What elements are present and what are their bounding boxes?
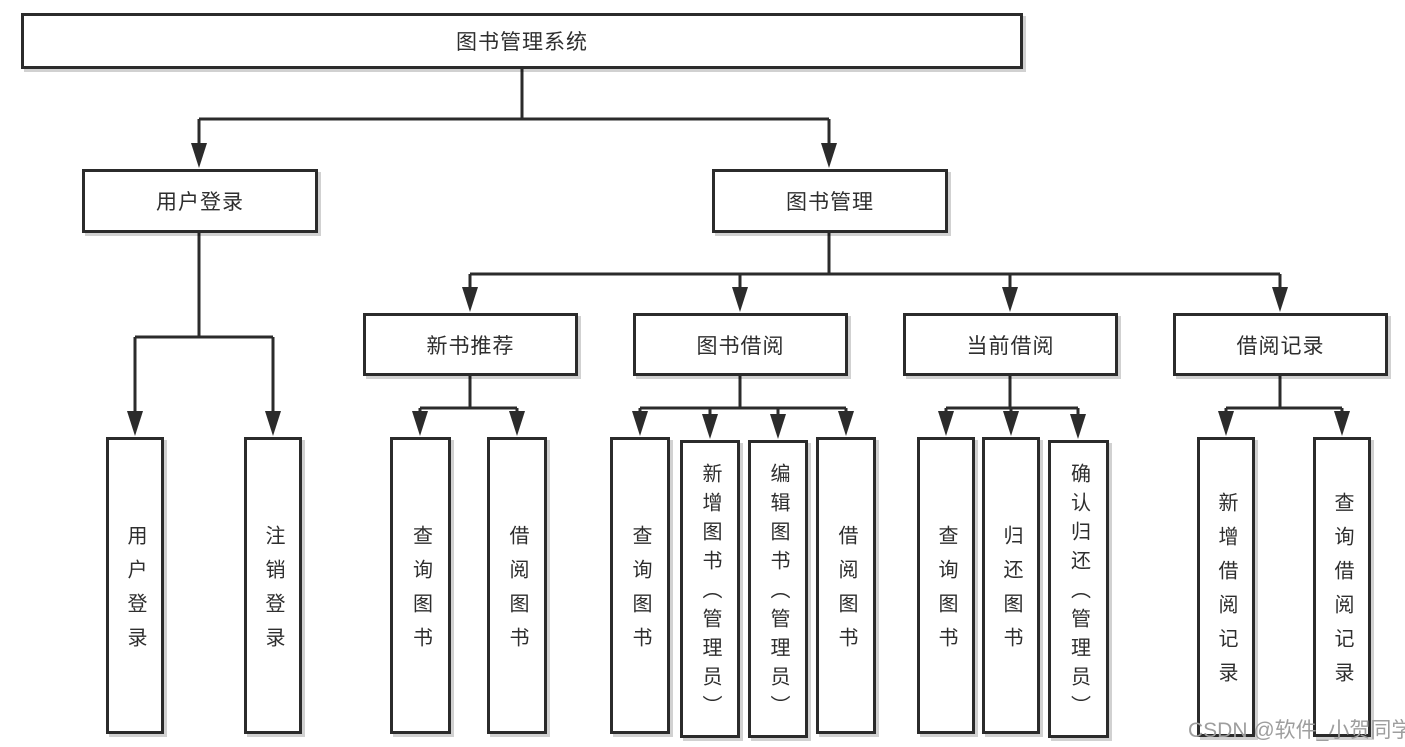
node-label: 图书借阅 bbox=[696, 334, 785, 358]
leaf-logout: 注销登录 bbox=[244, 437, 302, 734]
node-new-book-recommend: 新书推荐 bbox=[363, 313, 578, 376]
connector-book-management bbox=[468, 233, 1282, 290]
node-label: 查询图书 bbox=[409, 524, 432, 661]
leaf-edit-books-admin: 编辑图书（管理员） bbox=[748, 440, 808, 738]
connector-book-borrow bbox=[638, 375, 848, 417]
leaf-current-query-books: 查询图书 bbox=[917, 437, 975, 734]
leaf-confirm-return-admin: 确认归还（管理员） bbox=[1048, 440, 1109, 738]
leaf-return-books: 归还图书 bbox=[982, 437, 1040, 734]
node-label: 当前借阅 bbox=[966, 334, 1055, 358]
leaf-borrow-books: 借阅图书 bbox=[816, 437, 876, 734]
leaf-user-login: 用户登录 bbox=[106, 437, 164, 734]
node-label: 新增图书（管理员） bbox=[699, 463, 721, 724]
node-library-management-system: 图书管理系统 bbox=[21, 13, 1023, 69]
connector-borrow-records bbox=[1224, 375, 1344, 414]
connector-root bbox=[197, 68, 831, 146]
node-borrow-records: 借阅记录 bbox=[1173, 313, 1388, 376]
node-label: 新增借阅记录 bbox=[1215, 492, 1237, 696]
leaf-recommend-query-books: 查询图书 bbox=[390, 437, 451, 734]
leaf-add-borrow-record: 新增借阅记录 bbox=[1197, 437, 1255, 737]
node-label: 查询图书 bbox=[629, 524, 651, 661]
leaf-add-books-admin: 新增图书（管理员） bbox=[680, 440, 740, 738]
csdn-watermark: CSDN @软件_小贺同学 bbox=[1188, 719, 1405, 742]
node-book-management: 图书管理 bbox=[712, 169, 948, 233]
connector-user-login bbox=[133, 233, 275, 414]
node-label: 借阅记录 bbox=[1236, 334, 1325, 358]
node-label: 借阅图书 bbox=[835, 524, 857, 661]
node-book-borrow: 图书借阅 bbox=[633, 313, 848, 376]
node-user-login: 用户登录 bbox=[82, 169, 318, 233]
node-label: 查询图书 bbox=[935, 524, 957, 661]
node-label: 查询借阅记录 bbox=[1331, 492, 1353, 696]
node-label: 注销登录 bbox=[262, 524, 284, 661]
connector-current-borrow bbox=[944, 375, 1080, 417]
leaf-recommend-borrow-books: 借阅图书 bbox=[487, 437, 547, 734]
node-label: 确认归还（管理员） bbox=[1067, 463, 1090, 724]
leaf-query-borrow-record: 查询借阅记录 bbox=[1313, 437, 1371, 737]
node-label: 借阅图书 bbox=[506, 524, 528, 661]
node-label: 编辑图书（管理员） bbox=[767, 463, 789, 724]
node-label: 用户登录 bbox=[124, 524, 146, 661]
arrowheads bbox=[127, 143, 1350, 439]
node-label: 归还图书 bbox=[1000, 524, 1022, 661]
leaf-borrow-query-books: 查询图书 bbox=[610, 437, 670, 734]
node-current-borrow: 当前借阅 bbox=[903, 313, 1118, 376]
node-label: 用户登录 bbox=[156, 191, 244, 214]
node-label: 图书管理系统 bbox=[456, 31, 588, 54]
node-label: 新书推荐 bbox=[426, 334, 515, 358]
node-label: 图书管理 bbox=[786, 191, 874, 214]
connector-new-book-recommend bbox=[418, 375, 519, 414]
